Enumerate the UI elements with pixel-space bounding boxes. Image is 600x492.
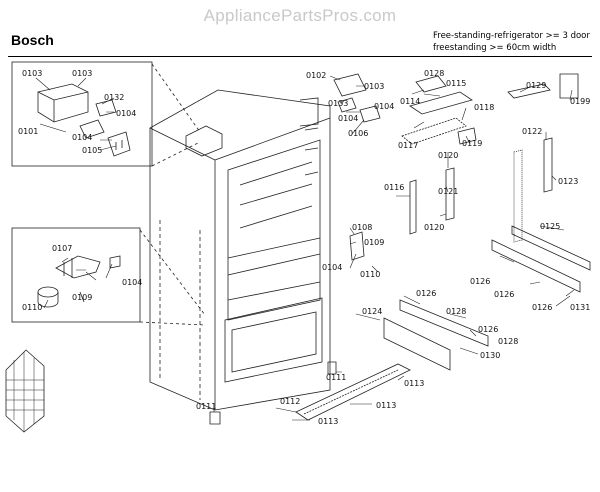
callout-0119: 0119 bbox=[462, 139, 482, 148]
toe-grille bbox=[209, 361, 411, 425]
brand-title: Bosch bbox=[11, 32, 54, 48]
callout-0104: 0104 bbox=[322, 263, 342, 272]
callout-0102: 0102 bbox=[306, 71, 326, 80]
callout-0104: 0104 bbox=[374, 102, 394, 111]
frame-leaders bbox=[139, 63, 206, 326]
callout-0128: 0128 bbox=[498, 337, 518, 346]
callout-0128: 0128 bbox=[446, 307, 466, 316]
lower-hinge-frame bbox=[11, 227, 141, 323]
callout-0109: 0109 bbox=[364, 238, 384, 247]
callout-0109: 0109 bbox=[72, 293, 92, 302]
callout-0111: 0111 bbox=[196, 402, 216, 411]
callout-0120: 0120 bbox=[438, 151, 458, 160]
callout-0111: 0111 bbox=[326, 373, 346, 382]
top-hinge-parts bbox=[185, 73, 381, 157]
callout-0113: 0113 bbox=[318, 417, 338, 426]
callout-0103: 0103 bbox=[22, 69, 42, 78]
callout-0104: 0104 bbox=[116, 109, 136, 118]
callout-0105: 0105 bbox=[82, 146, 102, 155]
callout-0106: 0106 bbox=[348, 129, 368, 138]
header-rule bbox=[8, 56, 592, 57]
packaging-crate bbox=[5, 349, 45, 433]
callout-0126: 0126 bbox=[478, 325, 498, 334]
callout-0110: 0110 bbox=[22, 303, 42, 312]
callout-0104: 0104 bbox=[72, 133, 92, 142]
callout-0125: 0125 bbox=[540, 222, 560, 231]
callout-0126: 0126 bbox=[470, 277, 490, 286]
callout-0110: 0110 bbox=[360, 270, 380, 279]
callout-0130: 0130 bbox=[480, 351, 500, 360]
slide-parts bbox=[349, 225, 591, 371]
callout-0124: 0124 bbox=[362, 307, 382, 316]
hinge-detail-frame bbox=[11, 61, 153, 167]
callout-0132: 0132 bbox=[104, 93, 124, 102]
model-note-2: freestanding >= 60cm width bbox=[433, 43, 557, 53]
tray-parts bbox=[401, 73, 579, 145]
callout-0121: 0121 bbox=[438, 187, 458, 196]
callout-0128: 0128 bbox=[424, 69, 444, 78]
callout-0104: 0104 bbox=[122, 278, 142, 287]
leader-lines bbox=[35, 75, 575, 421]
callout-0117: 0117 bbox=[398, 141, 418, 150]
callout-0103: 0103 bbox=[364, 82, 384, 91]
callout-0122: 0122 bbox=[522, 127, 542, 136]
lower-hinge-assembly bbox=[37, 255, 121, 308]
callout-0120: 0120 bbox=[424, 223, 444, 232]
callout-0113: 0113 bbox=[404, 379, 424, 388]
callout-0108: 0108 bbox=[352, 223, 372, 232]
callout-0103: 0103 bbox=[72, 69, 92, 78]
cabinet bbox=[149, 89, 331, 411]
callout-0199: 0199 bbox=[570, 97, 590, 106]
callout-0126: 0126 bbox=[532, 303, 552, 312]
callout-0113: 0113 bbox=[376, 401, 396, 410]
callout-0115: 0115 bbox=[446, 79, 466, 88]
callout-0123: 0123 bbox=[558, 177, 578, 186]
callout-0118: 0118 bbox=[474, 103, 494, 112]
callout-0126: 0126 bbox=[416, 289, 436, 298]
callout-0131: 0131 bbox=[570, 303, 590, 312]
callout-0116: 0116 bbox=[384, 183, 404, 192]
callout-0104: 0104 bbox=[338, 114, 358, 123]
callout-0101: 0101 bbox=[18, 127, 38, 136]
callout-0129: 0129 bbox=[526, 81, 546, 90]
callout-0112: 0112 bbox=[280, 397, 300, 406]
watermark: AppliancePartsPros.com bbox=[203, 6, 397, 25]
callout-0114: 0114 bbox=[400, 97, 420, 106]
callout-0107: 0107 bbox=[52, 244, 72, 253]
callout-labels: 0103 0103 0132 0101 0104 0104 0105 0102 … bbox=[18, 69, 590, 426]
callout-0126: 0126 bbox=[494, 290, 514, 299]
rail-parts bbox=[409, 137, 553, 243]
model-note-1: Free-standing-refrigerator >= 3 door bbox=[433, 31, 590, 41]
callout-0133: 0133 bbox=[328, 99, 348, 108]
